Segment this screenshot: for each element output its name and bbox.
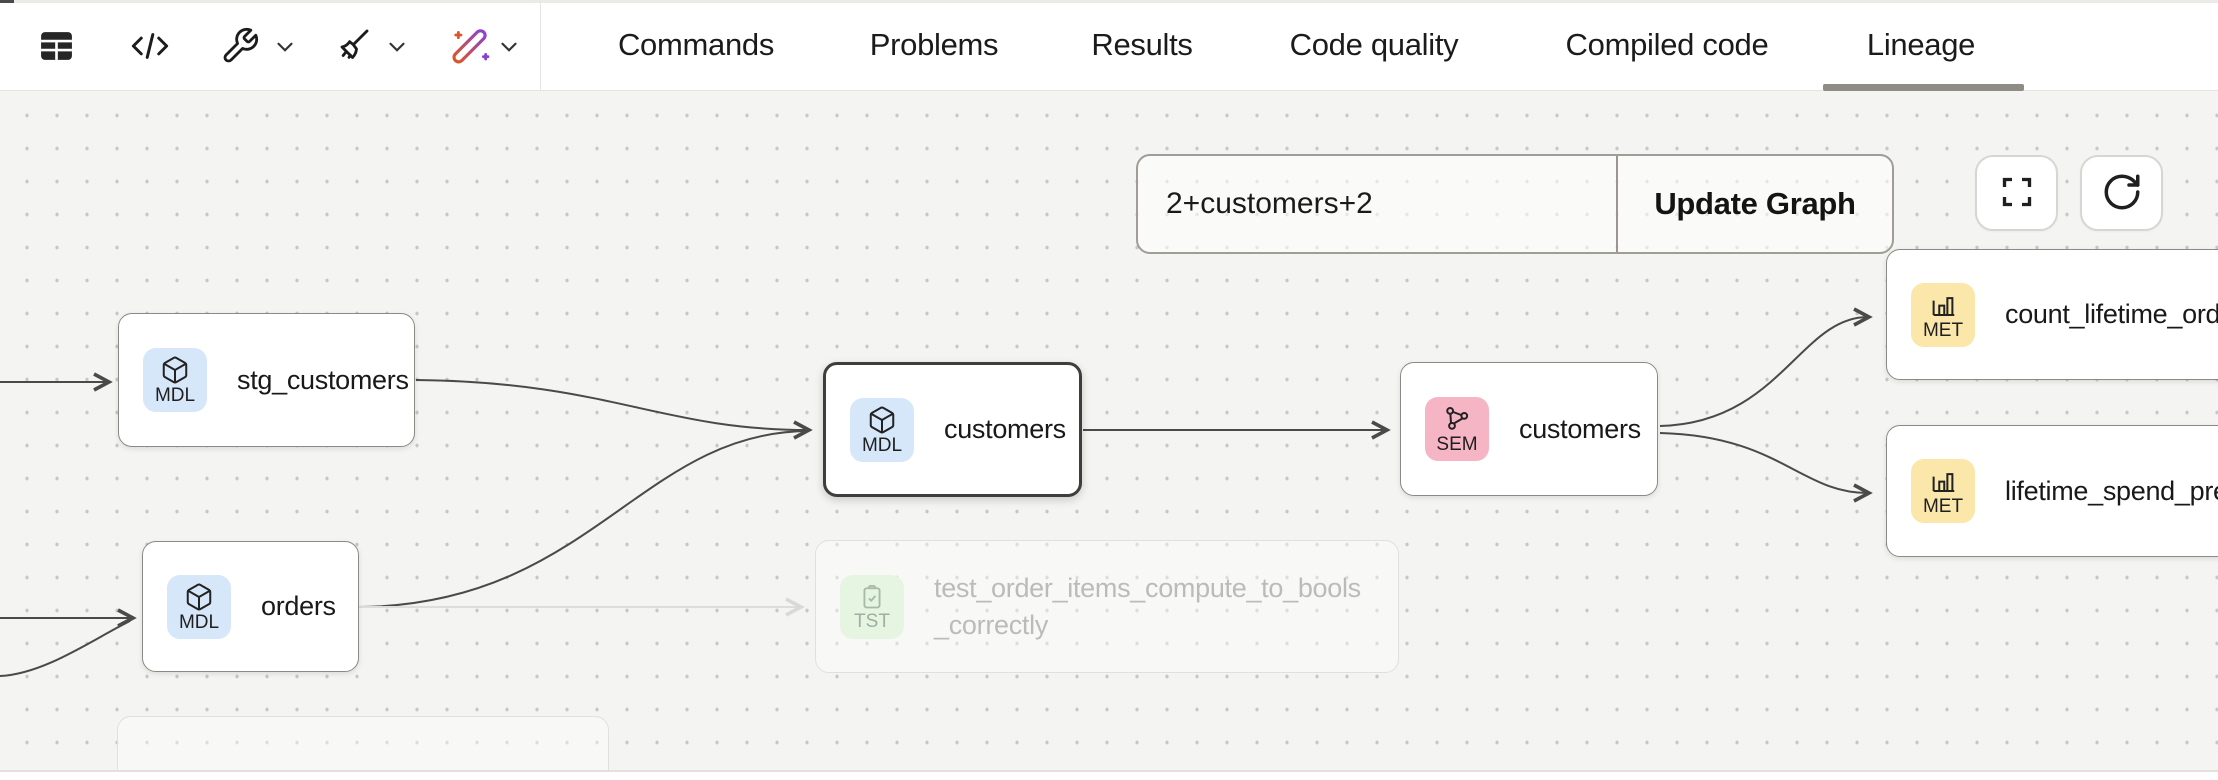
node-count-lifetime-orders[interactable]: MET count_lifetime_orders — [1886, 249, 2218, 380]
lineage-edges — [0, 307, 1873, 677]
node-label: customers — [944, 414, 1066, 445]
node-label: orders — [261, 591, 336, 622]
cube-icon — [184, 582, 214, 612]
format-button[interactable] — [218, 22, 262, 70]
bar-chart-icon — [1928, 466, 1958, 496]
top-border — [0, 0, 2218, 3]
tab-results[interactable]: Results — [1091, 0, 1193, 90]
edge — [1659, 432, 1873, 503]
code-icon — [129, 28, 171, 64]
ai-assist-button[interactable] — [450, 22, 494, 70]
edge — [358, 430, 809, 608]
broom-icon — [332, 26, 372, 66]
edge — [0, 620, 131, 677]
graph-selector-form: Update Graph — [1136, 154, 1894, 254]
test-badge: TST — [840, 574, 904, 639]
bottom-strip — [0, 770, 2218, 780]
cube-icon — [867, 405, 897, 435]
node-orders[interactable]: MDL orders — [142, 541, 359, 672]
bar-chart-icon — [1928, 290, 1958, 320]
tab-problems[interactable]: Problems — [870, 0, 999, 90]
clean-button[interactable] — [330, 22, 374, 70]
magic-pen-icon — [451, 25, 493, 67]
tab-compiled-code[interactable]: Compiled code — [1566, 0, 1769, 90]
node-type: TST — [854, 610, 890, 632]
node-label: lifetime_spend_pretax — [2005, 475, 2218, 506]
model-badge: MDL — [167, 574, 231, 639]
node-type: MDL — [861, 434, 903, 456]
code-button[interactable] — [128, 22, 172, 70]
network-icon — [1442, 404, 1472, 434]
node-customers-semantic[interactable]: SEM customers — [1400, 362, 1658, 496]
node-type: SEM — [1436, 434, 1478, 455]
chevron-down-icon[interactable] — [272, 34, 298, 65]
active-tab-underline — [1823, 84, 2024, 91]
node-type: MET — [1922, 319, 1964, 341]
node-type: MDL — [154, 385, 196, 406]
table-icon — [38, 29, 75, 63]
node-label: stg_customers — [237, 364, 409, 395]
node-test-order-items[interactable]: TST test_order_items_compute_to_bools_co… — [815, 540, 1399, 673]
tab-commands[interactable]: Commands — [618, 0, 774, 90]
node-test-partial[interactable] — [117, 716, 609, 770]
chevron-down-icon[interactable] — [496, 34, 522, 65]
tab-code-quality[interactable]: Code quality — [1290, 0, 1459, 90]
node-type: MET — [1922, 496, 1964, 517]
clipboard-check-icon — [858, 583, 886, 611]
metric-badge: MET — [1911, 282, 1975, 347]
node-lifetime-spend-pretax[interactable]: MET lifetime_spend_pretax — [1886, 425, 2218, 557]
metric-badge: MET — [1911, 459, 1975, 523]
cube-icon — [160, 355, 190, 385]
table-view-button[interactable] — [36, 22, 76, 70]
chevron-down-icon[interactable] — [384, 34, 410, 65]
model-badge: MDL — [850, 397, 914, 462]
edge — [1659, 307, 1873, 427]
wrench-icon — [220, 26, 260, 66]
node-customers-model[interactable]: MDL customers — [823, 362, 1082, 497]
panel-header: Commands Problems Results Code quality C… — [0, 0, 2218, 91]
update-graph-button[interactable]: Update Graph — [1618, 156, 1892, 252]
node-label: customers — [1519, 413, 1641, 444]
refresh-button[interactable] — [2080, 155, 2163, 231]
node-label: count_lifetime_orders — [2005, 299, 2218, 330]
node-type: MDL — [178, 611, 220, 633]
fit-view-icon — [1997, 172, 2037, 215]
model-badge: MDL — [143, 348, 207, 412]
node-stg-customers[interactable]: MDL stg_customers — [118, 313, 415, 447]
graph-selector-input[interactable] — [1138, 156, 1616, 252]
node-label: test_order_items_compute_to_bools_correc… — [934, 573, 1361, 640]
refresh-icon — [2101, 171, 2143, 216]
edge — [415, 379, 813, 440]
form-divider — [1616, 156, 1618, 252]
header-divider — [540, 0, 541, 90]
fit-view-button[interactable] — [1975, 155, 2058, 231]
tab-lineage[interactable]: Lineage — [1867, 0, 1976, 90]
lineage-canvas[interactable]: MDL stg_customers MDL orders MDL custome… — [0, 91, 2218, 770]
semantic-badge: SEM — [1425, 397, 1489, 461]
top-border-segment — [0, 0, 14, 3]
